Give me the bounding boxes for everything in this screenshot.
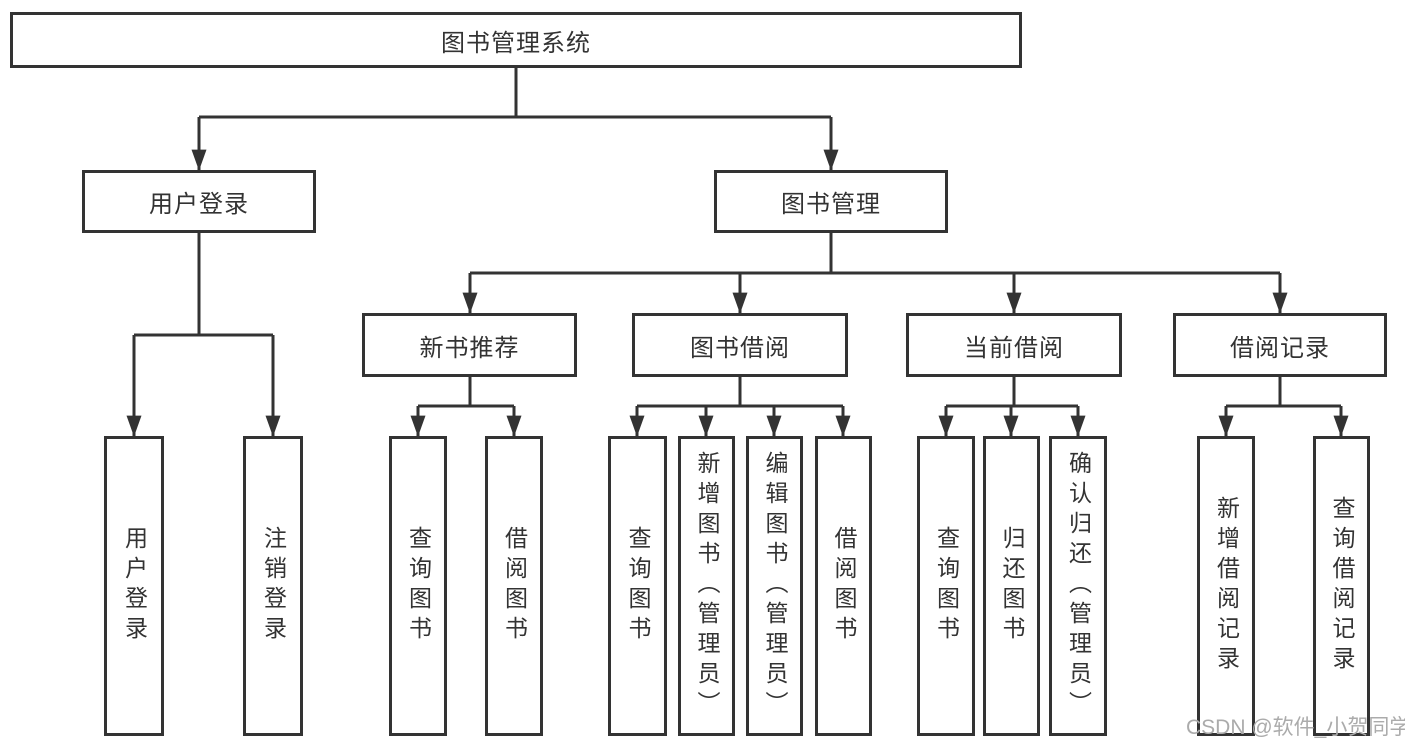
node-current-borrow: 当前借阅	[906, 313, 1122, 377]
leaf-add-books-admin: 新增图书（管理员）	[678, 436, 735, 736]
node-root-system: 图书管理系统	[10, 12, 1022, 68]
leaf-confirm-return-admin: 确认归还（管理员）	[1049, 436, 1107, 736]
connector-book-borrow-bus	[637, 377, 843, 408]
leaf-borrow-books-recommend: 借阅图书	[485, 436, 543, 736]
node-borrow-record: 借阅记录	[1173, 313, 1387, 377]
leaf-user-login: 用户登录	[104, 436, 164, 736]
connector-current-borrow-bus	[946, 377, 1078, 408]
connector-borrow-record-bus	[1226, 377, 1341, 408]
leaf-add-borrow-record: 新增借阅记录	[1197, 436, 1255, 736]
leaf-query-books-borrow: 查询图书	[608, 436, 667, 736]
connector-book-management-bus	[470, 233, 1280, 275]
leaf-query-books-current: 查询图书	[917, 436, 975, 736]
node-book-management: 图书管理	[714, 170, 948, 233]
connector-new-book-bus	[418, 377, 514, 408]
connector-user-login-bus	[134, 233, 273, 337]
node-user-login: 用户登录	[82, 170, 316, 233]
leaf-logout: 注销登录	[243, 436, 303, 736]
leaf-borrow-books: 借阅图书	[815, 436, 872, 736]
leaf-query-borrow-record: 查询借阅记录	[1313, 436, 1370, 736]
leaf-return-books: 归还图书	[983, 436, 1040, 736]
node-new-book-recommend: 新书推荐	[362, 313, 577, 377]
node-book-borrow: 图书借阅	[632, 313, 848, 377]
leaf-edit-books-admin: 编辑图书（管理员）	[746, 436, 803, 736]
leaf-query-books-recommend: 查询图书	[389, 436, 447, 736]
csdn-watermark: CSDN @软件_小贺同学	[1186, 716, 1405, 739]
connector-root-bus	[199, 68, 831, 119]
